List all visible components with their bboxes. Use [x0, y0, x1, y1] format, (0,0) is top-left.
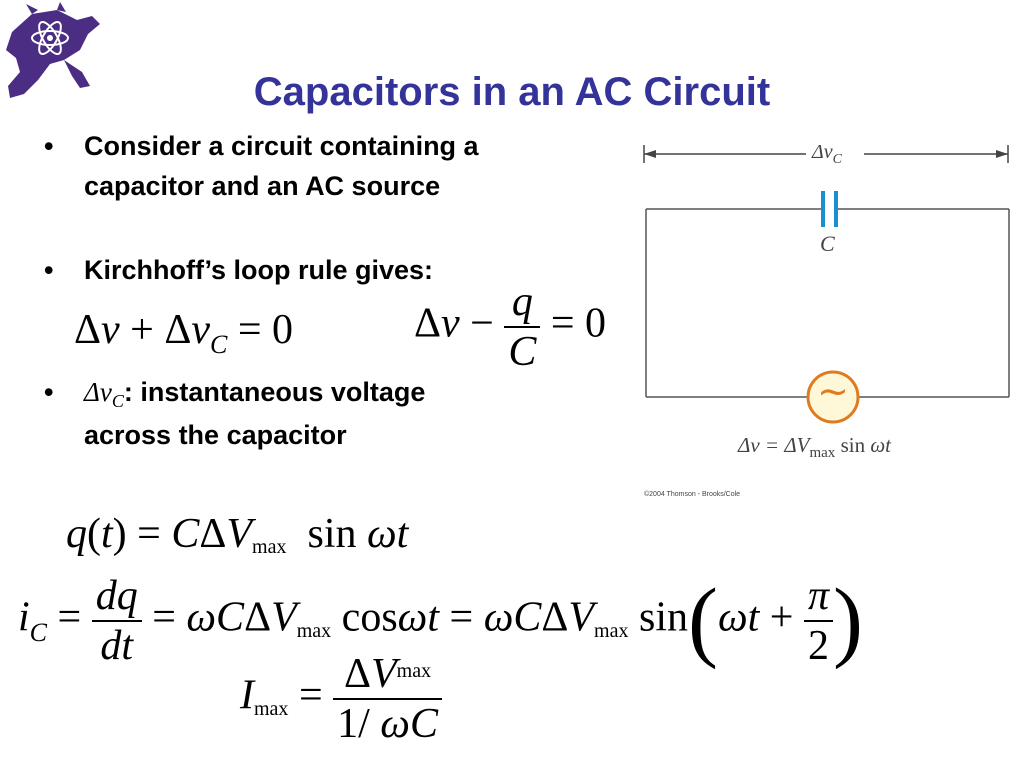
horned-frog-logo [2, 2, 104, 102]
voltage-label-capacitor: ΔvC [812, 141, 842, 167]
bullet-dot: • [44, 131, 54, 161]
equation-charge: q(t) = CΔVmax sin ωt [66, 511, 409, 558]
capacitor-label: C [820, 231, 835, 256]
bullet-line: Consider a circuit containing a [84, 131, 479, 161]
equation-kirchhoff-sum: Δv + ΔvC = 0 [74, 307, 294, 359]
bullet-line: : instantaneous voltage [123, 377, 426, 407]
bullet-instantaneous-voltage: • ΔvC: instantaneous voltage across the … [44, 372, 604, 462]
bullet-dot: • [44, 255, 54, 285]
slide-title: Capacitors in an AC Circuit [253, 70, 771, 114]
bullet-dot: • [44, 377, 54, 407]
bullet-line: across the capacitor [84, 420, 347, 450]
bullet-line: capacitor and an AC source [84, 171, 441, 201]
circuit-diagram: ΔvC C ~ Δv = ΔVmax sin ωt ©2004 Thomson … [636, 135, 1024, 505]
source-voltage-label: Δv = ΔVmax sin ωt [738, 433, 891, 461]
voltage-symbol: Δv [84, 377, 112, 407]
ac-source-icon: ~ [817, 369, 849, 413]
figure-credit: ©2004 Thomson - Brooks/Cole [644, 491, 741, 498]
bullet-consider-circuit: • Consider a circuit containing a capaci… [44, 126, 604, 216]
bullet-line: Kirchhoff’s loop rule gives: [84, 255, 434, 285]
bullet-kirchhoff: • Kirchhoff’s loop rule gives: [44, 250, 604, 294]
